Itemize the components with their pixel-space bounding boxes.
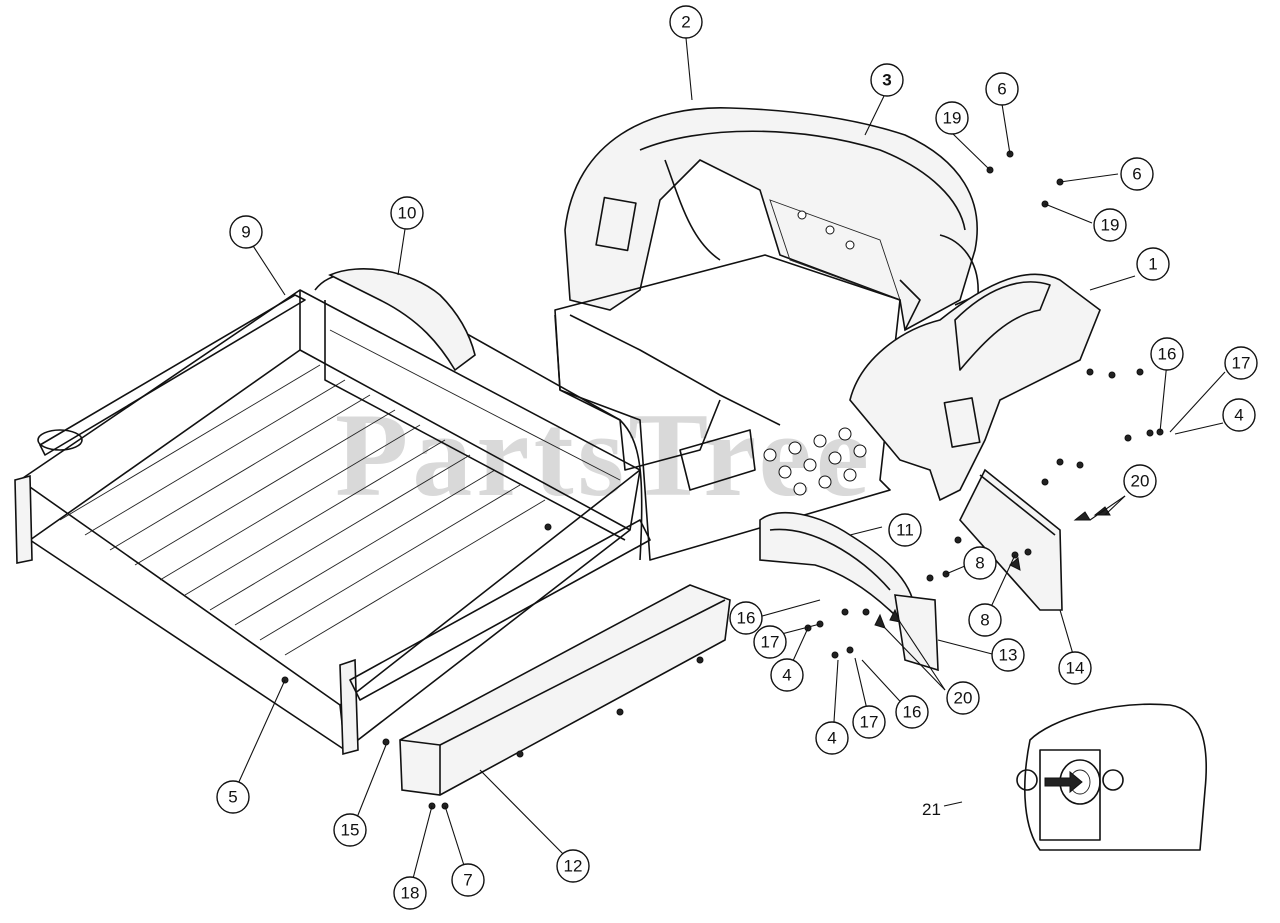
callout-20b: 20 [946, 681, 980, 715]
callout-9: 9 [229, 215, 263, 249]
floor-hole-pattern [763, 427, 867, 496]
rear-fender-assembly [564, 107, 979, 332]
callout-19a: 19 [935, 101, 969, 135]
callout-6a: 6 [985, 72, 1019, 106]
svg-text:18: 18 [401, 884, 420, 903]
bed-cover [328, 268, 476, 372]
svg-text:19: 19 [943, 109, 962, 128]
callout-1: 1 [1136, 247, 1170, 281]
callout-5: 5 [216, 780, 250, 814]
callout-13: 13 [991, 638, 1025, 672]
svg-text:4: 4 [827, 729, 836, 748]
callout-16c: 16 [895, 695, 929, 729]
svg-text:8: 8 [980, 611, 989, 630]
callout-16b: 16 [729, 601, 763, 635]
bed-slats [59, 364, 546, 656]
callout-20a: 20 [1123, 464, 1157, 498]
mud-flap [959, 468, 1063, 611]
svg-text:14: 14 [1066, 659, 1085, 678]
svg-text:11: 11 [896, 521, 914, 540]
callout-2: 2 [669, 5, 703, 39]
svg-text:16: 16 [1158, 345, 1177, 364]
svg-text:6: 6 [1132, 165, 1141, 184]
svg-text:16: 16 [903, 703, 922, 722]
frame-floor-plate [554, 254, 901, 561]
callout-4a: 4 [1222, 398, 1256, 432]
callout-11: 11 [888, 513, 922, 547]
callout-17b: 17 [753, 625, 787, 659]
svg-text:9: 9 [241, 223, 250, 242]
svg-text:17: 17 [860, 713, 879, 732]
svg-text:5: 5 [228, 788, 237, 807]
svg-text:6: 6 [997, 80, 1006, 99]
svg-text:17: 17 [761, 633, 780, 652]
watermark-text: PartsTree [335, 388, 873, 521]
svg-text:2: 2 [681, 13, 690, 32]
callout-6b: 6 [1120, 157, 1154, 191]
svg-text:7: 7 [463, 871, 472, 890]
right-fender [849, 273, 1101, 502]
svg-text:4: 4 [782, 666, 791, 685]
side-box-panel [399, 584, 731, 796]
callout-14: 14 [1058, 651, 1092, 685]
callout-18: 18 [393, 876, 427, 910]
left-fender [759, 512, 939, 672]
callout-10: 10 [390, 196, 424, 230]
svg-text:3: 3 [882, 71, 891, 90]
callout-12: 12 [556, 849, 590, 883]
callout-17c: 17 [852, 705, 886, 739]
svg-text:20: 20 [954, 689, 973, 708]
svg-text:17: 17 [1232, 354, 1251, 373]
callout-8b: 8 [968, 603, 1002, 637]
svg-text:10: 10 [398, 204, 417, 223]
callout-3: 3 [870, 63, 904, 97]
inset-label-21: 21 [922, 800, 941, 819]
callout-4c: 4 [815, 721, 849, 755]
svg-text:4: 4 [1234, 406, 1243, 425]
svg-text:20: 20 [1131, 472, 1150, 491]
callout-15: 15 [333, 813, 367, 847]
callout-8a: 8 [963, 546, 997, 580]
svg-text:12: 12 [564, 857, 583, 876]
svg-text:8: 8 [975, 554, 984, 573]
svg-text:1: 1 [1148, 255, 1157, 274]
callout-17a: 17 [1224, 346, 1258, 380]
svg-text:16: 16 [737, 609, 756, 628]
callout-16a: 16 [1150, 337, 1184, 371]
side-rail [37, 294, 306, 456]
svg-text:13: 13 [999, 646, 1018, 665]
callout-7: 7 [451, 863, 485, 897]
svg-text:19: 19 [1101, 216, 1120, 235]
callout-4b: 4 [770, 658, 804, 692]
inset-detail-view: 21 [922, 703, 1208, 851]
callout-19b: 19 [1093, 208, 1127, 242]
svg-text:15: 15 [341, 821, 360, 840]
